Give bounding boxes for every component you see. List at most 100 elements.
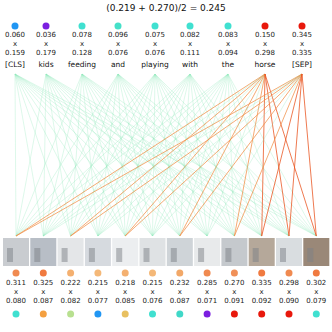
patch-detail xyxy=(89,248,95,262)
multiply-sign: x xyxy=(123,288,127,296)
weight-dot xyxy=(187,23,194,30)
weight-value: 0.082 xyxy=(180,31,200,39)
multiply-sign: x xyxy=(300,40,304,48)
image-patch xyxy=(3,238,29,266)
weight-dot xyxy=(149,270,156,277)
weight-value: 0.150 xyxy=(255,31,275,39)
attention-line xyxy=(265,74,316,236)
weight-dot xyxy=(286,270,293,277)
patch-detail xyxy=(144,248,150,262)
image-patch xyxy=(140,238,166,266)
weight-dot xyxy=(231,270,238,277)
patch-detail xyxy=(280,248,286,262)
attention-line xyxy=(82,74,316,236)
token-word: [SEP] xyxy=(292,61,312,69)
patch-detail xyxy=(62,248,68,262)
multiply-sign: x xyxy=(80,40,84,48)
attention-line xyxy=(98,74,118,236)
weight-value: 0.298 xyxy=(279,279,299,287)
multiply-sign: x xyxy=(226,40,230,48)
weight-value: 0.215 xyxy=(142,279,162,287)
weight-dot xyxy=(231,311,238,318)
weight-value: 0.078 xyxy=(72,31,92,39)
attention-line xyxy=(207,74,265,236)
chart-title: (0.219 + 0.270)/2 = 0.245 xyxy=(106,3,226,14)
attention-line xyxy=(125,74,302,236)
attention-line xyxy=(82,74,207,236)
weight-value: 0.298 xyxy=(255,49,275,57)
weight-dot xyxy=(299,23,306,30)
attention-line xyxy=(98,74,302,236)
weight-dot xyxy=(176,311,183,318)
weight-value: 0.080 xyxy=(6,297,26,305)
weight-dot xyxy=(12,23,19,30)
multiply-sign: x xyxy=(41,288,45,296)
multiply-sign: x xyxy=(232,288,236,296)
multiply-sign: x xyxy=(150,288,154,296)
attention-line xyxy=(125,74,265,236)
attention-line xyxy=(82,74,98,236)
attention-line xyxy=(153,74,266,236)
attention-line xyxy=(118,74,180,236)
attention-line xyxy=(15,74,153,236)
token-word: the xyxy=(222,61,234,69)
attention-line xyxy=(71,74,228,236)
attention-line xyxy=(262,74,302,236)
attention-line xyxy=(180,74,302,236)
attention-line xyxy=(234,74,302,236)
attention-line xyxy=(16,74,265,236)
attention-line xyxy=(15,74,262,236)
attention-line xyxy=(15,74,316,236)
weight-dot xyxy=(262,23,269,30)
image-patch xyxy=(167,238,193,266)
weight-dot xyxy=(152,23,159,30)
attention-line xyxy=(180,74,265,236)
patch-detail xyxy=(225,248,231,262)
weight-value: 0.091 xyxy=(224,297,244,305)
weight-value: 0.218 xyxy=(115,279,135,287)
weight-dot xyxy=(122,311,129,318)
image-patch xyxy=(249,238,275,266)
weight-value: 0.090 xyxy=(279,297,299,305)
attention-line xyxy=(118,74,316,236)
attention-line xyxy=(118,74,207,236)
patch-detail xyxy=(116,248,122,262)
image-patch xyxy=(112,238,138,266)
weight-dot xyxy=(225,23,232,30)
attention-line xyxy=(15,74,180,236)
weight-value: 0.222 xyxy=(61,279,81,287)
attention-line xyxy=(82,74,180,236)
weight-dot xyxy=(67,270,74,277)
weight-dot xyxy=(94,311,101,318)
token-word: [CLS] xyxy=(5,61,25,69)
multiply-sign: x xyxy=(14,288,18,296)
weight-dot xyxy=(313,311,320,318)
weight-dot xyxy=(115,23,122,30)
weight-value: 0.094 xyxy=(218,49,238,57)
weight-value: 0.082 xyxy=(61,297,81,305)
weight-dot xyxy=(286,311,293,318)
multiply-sign: x xyxy=(116,40,120,48)
weight-dot xyxy=(40,270,47,277)
attention-line xyxy=(125,74,190,236)
weight-value: 0.060 xyxy=(5,31,25,39)
patch-detail xyxy=(171,248,177,262)
attention-line xyxy=(43,74,302,236)
patch-detail xyxy=(307,248,313,262)
weight-value: 0.325 xyxy=(33,279,53,287)
attention-line xyxy=(207,74,302,236)
weight-dot xyxy=(67,311,74,318)
image-patch xyxy=(221,238,247,266)
weight-value: 0.087 xyxy=(33,297,53,305)
attention-line xyxy=(71,74,190,236)
patch-detail xyxy=(253,248,259,262)
weight-dot xyxy=(176,270,183,277)
attention-line xyxy=(228,74,234,236)
weight-value: 0.087 xyxy=(170,297,190,305)
attention-line xyxy=(207,74,228,236)
weight-value: 0.232 xyxy=(170,279,190,287)
attention-line xyxy=(234,74,265,236)
multiply-sign: x xyxy=(69,288,73,296)
weight-dot xyxy=(79,23,86,30)
weight-dot xyxy=(13,311,20,318)
